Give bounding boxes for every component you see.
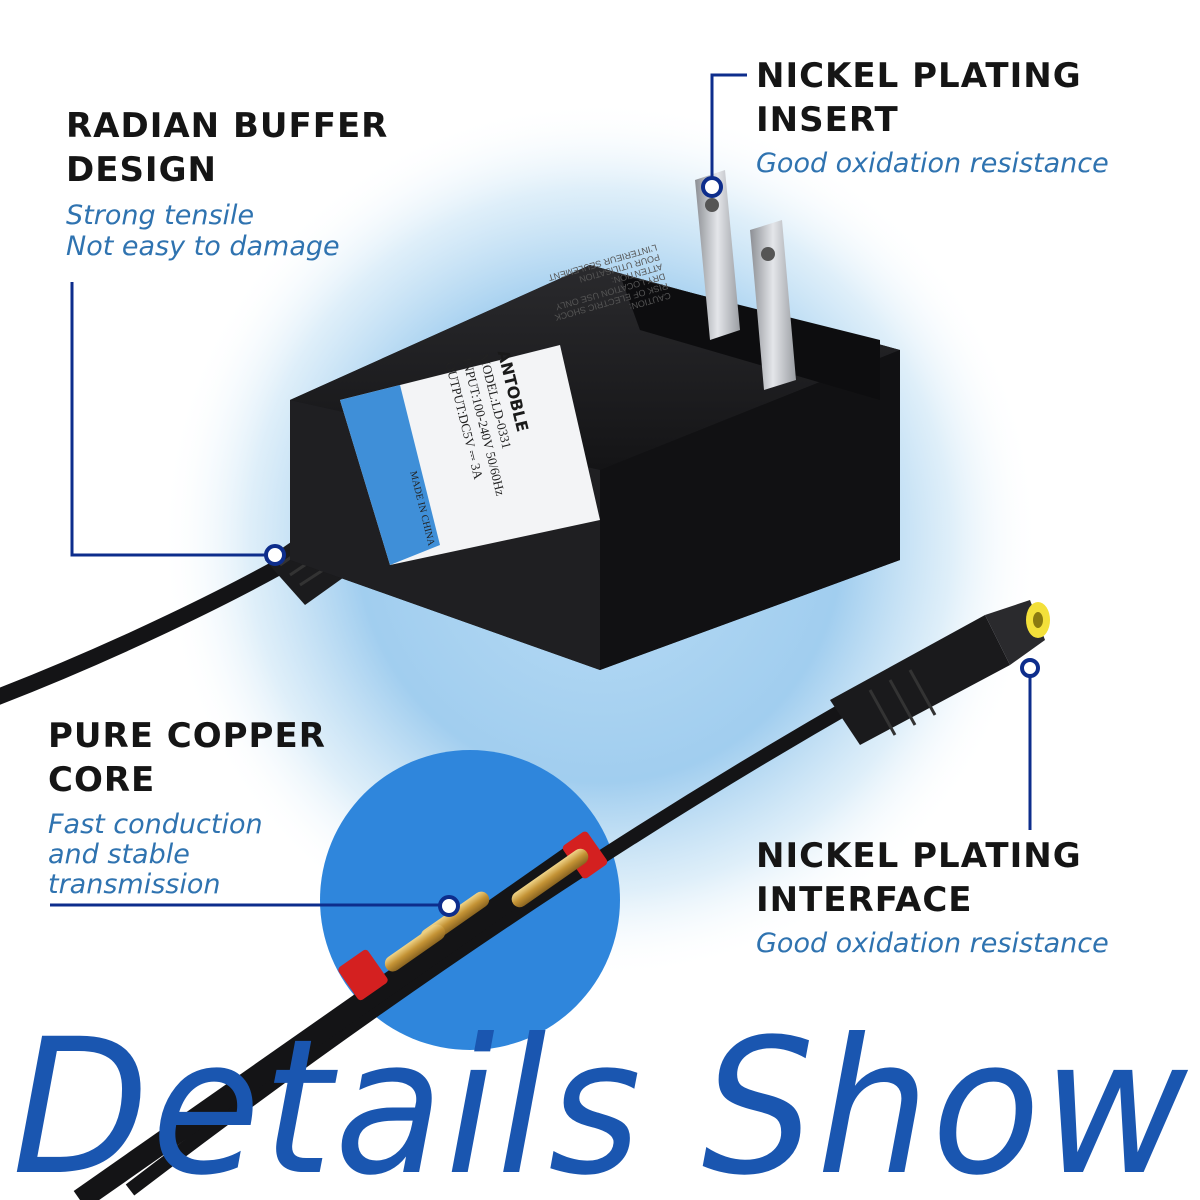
feature-subtitle: Strong tensile Not easy to damage (66, 200, 340, 262)
leader-lines (50, 73, 1032, 907)
feature-radian-buffer: RADIAN BUFFER DESIGN Strong tensile Not … (66, 104, 486, 262)
feature-nickel-insert: NICKEL PLATING INSERT Good oxidation res… (756, 54, 1196, 179)
headline: Details Show (12, 1002, 1200, 1200)
adapter-label (340, 345, 600, 565)
headline-text: Details Show (12, 998, 1190, 1200)
cable-left (0, 548, 305, 705)
cable-dc (125, 693, 864, 1196)
leader-radian (70, 282, 274, 557)
adapter-body (290, 265, 900, 670)
cable-cross-section (73, 831, 608, 1200)
leader-nickel-insert (710, 73, 747, 182)
feature-title-line2: INTERFACE (756, 880, 973, 920)
feature-subtitle: Good oxidation resistance (756, 928, 1109, 959)
feature-nickel-interface: NICKEL PLATING INTERFACE Good oxidation … (756, 834, 1196, 959)
feature-title: NICKEL PLATING (756, 56, 1082, 96)
feature-title-line2: DESIGN (66, 150, 217, 190)
feature-title-line2: CORE (48, 760, 156, 800)
feature-title-line2: INSERT (756, 100, 899, 140)
feature-subtitle: Fast conduction and stable transmission (48, 809, 263, 900)
leader-dots (264, 176, 1040, 917)
dc-connector (830, 600, 1050, 745)
feature-title: RADIAN BUFFER (66, 106, 389, 146)
feature-subtitle: Good oxidation resistance (756, 148, 1109, 179)
feature-pure-copper: PURE COPPER CORE Fast conduction and sta… (48, 714, 388, 900)
feature-title: NICKEL PLATING (756, 836, 1082, 876)
feature-title: PURE COPPER (48, 716, 326, 756)
plug-prongs (695, 170, 796, 390)
